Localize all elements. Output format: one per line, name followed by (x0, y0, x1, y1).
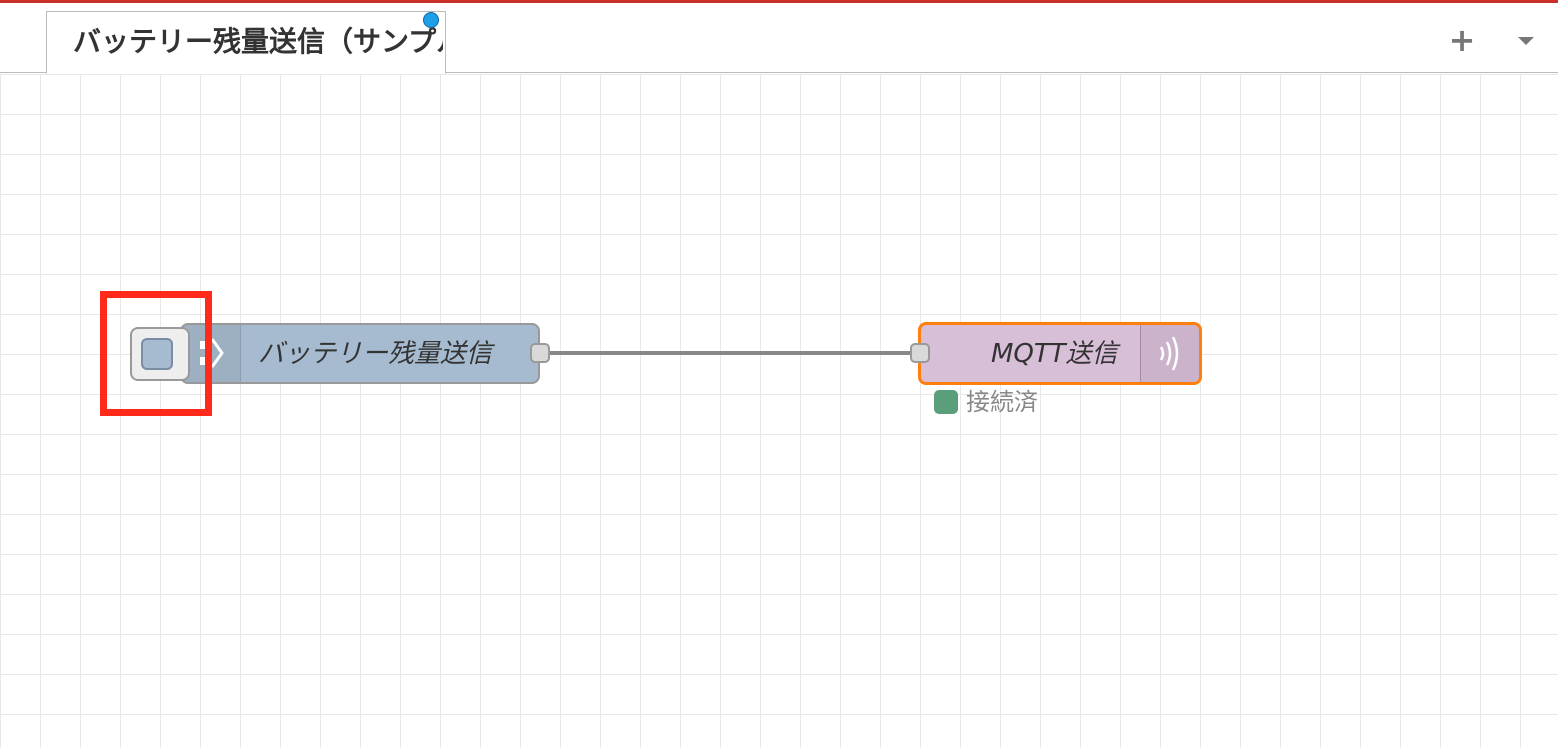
tab-flow[interactable]: バッテリー残量送信（サンプル (46, 11, 446, 74)
tab-label: バッテリー残量送信（サンプル (73, 25, 443, 58)
inject-node[interactable]: バッテリー残量送信 (180, 323, 550, 384)
workspace-tab-bar: バッテリー残量送信（サンプル + (0, 3, 1558, 74)
flow-canvas[interactable] (0, 74, 1558, 748)
highlight-annotation-box (100, 291, 212, 416)
node-wire[interactable] (548, 351, 912, 355)
tab-changed-dot (423, 12, 439, 28)
inject-output-port[interactable] (530, 343, 550, 363)
mqtt-node-icon-area (1140, 325, 1199, 382)
status-indicator-icon (934, 390, 958, 414)
top-accent-line (0, 0, 1558, 3)
inject-arrow-icon (200, 338, 224, 368)
mqtt-input-port[interactable] (910, 343, 930, 363)
mqtt-node-label: MQTT送信 (991, 339, 1118, 369)
mqtt-out-node[interactable]: MQTT送信 (910, 322, 1202, 385)
inject-node-label: バッテリー残量送信 (258, 339, 493, 369)
chevron-down-icon (1518, 37, 1534, 45)
tab-menu-button[interactable] (1514, 33, 1538, 49)
inject-trigger-button[interactable] (130, 327, 190, 381)
inject-trigger-button-face (141, 338, 173, 370)
broadcast-wave-icon (1159, 336, 1179, 371)
mqtt-status-text: 接続済 (966, 388, 1038, 416)
add-tab-button[interactable]: + (1448, 21, 1476, 59)
